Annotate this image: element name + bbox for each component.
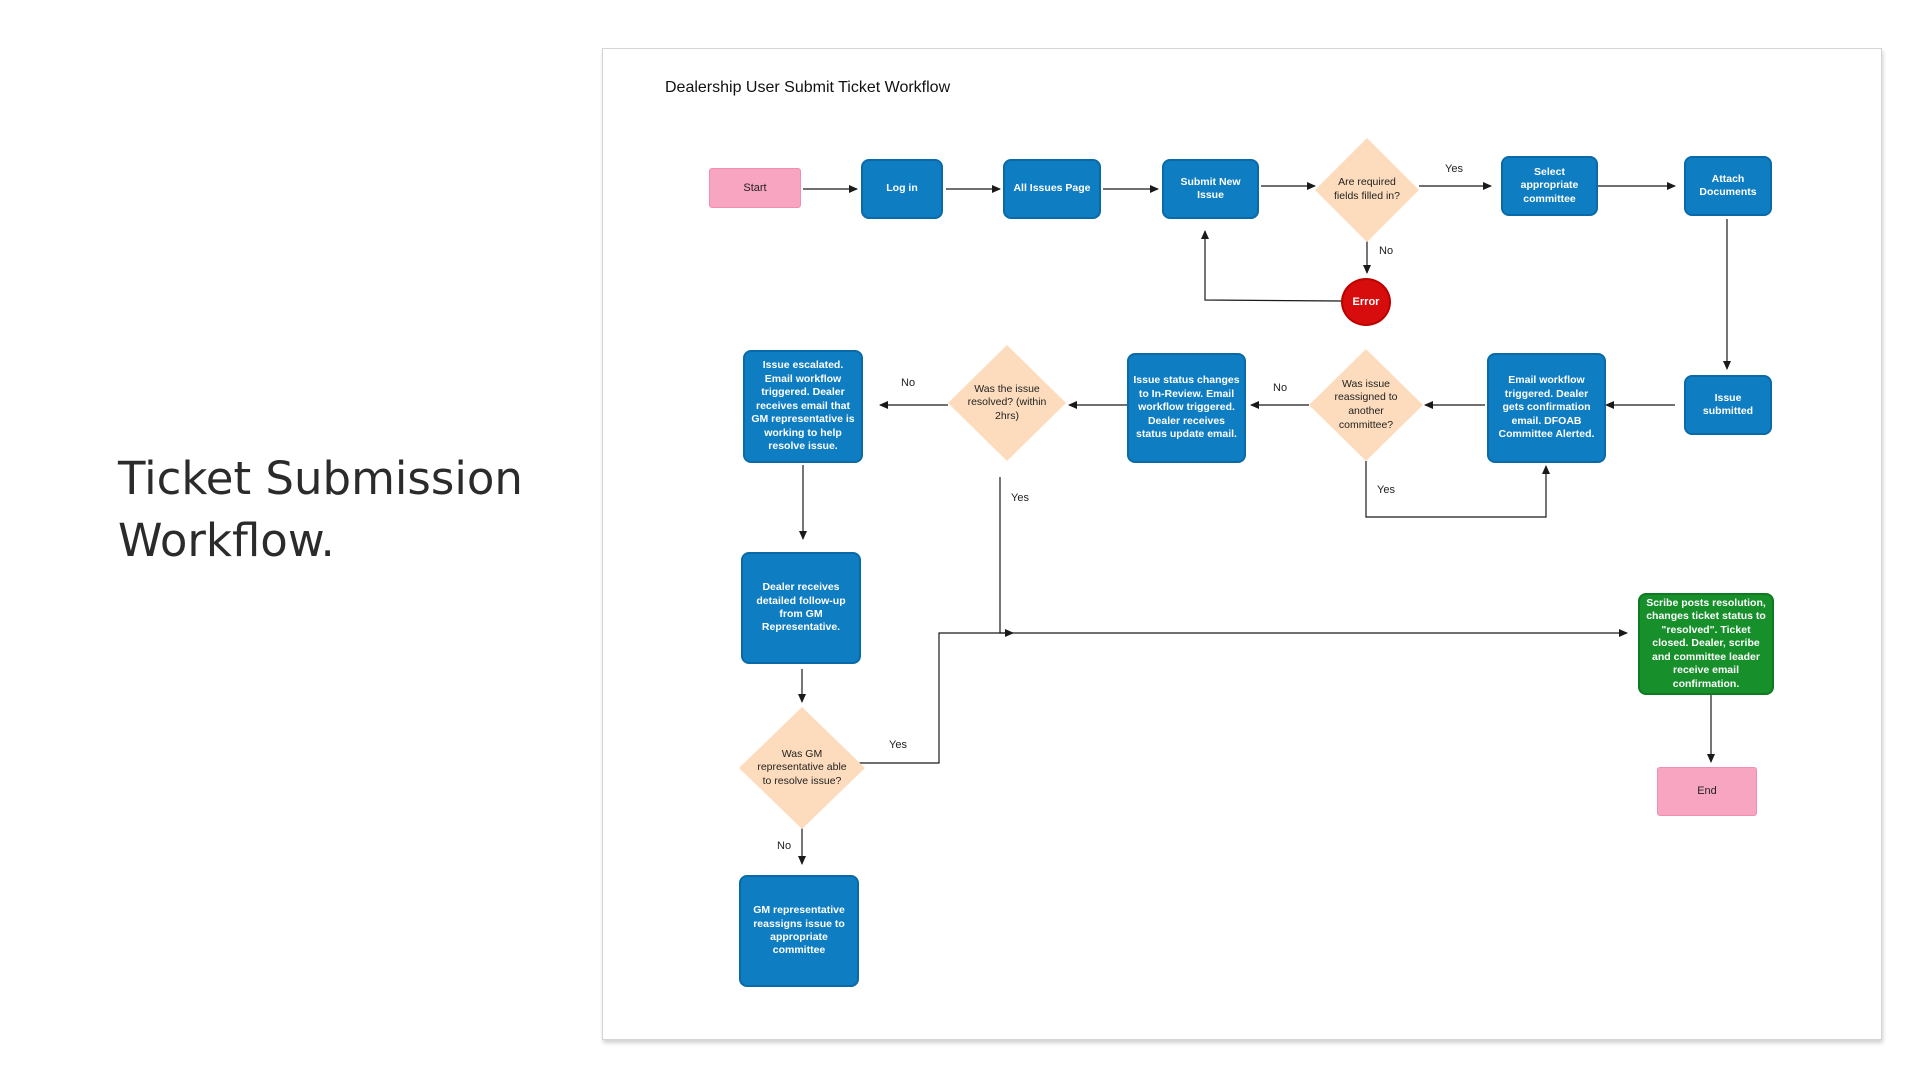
edge-label-yes-reassign: Yes	[1377, 484, 1395, 496]
required-fields-decision: Are required fields filled in?	[1315, 138, 1419, 242]
submit-new-issue-node: Submit New Issue	[1162, 159, 1259, 219]
error-node: Error	[1341, 278, 1391, 326]
reassigned-decision: Was issue reassigned to another committe…	[1309, 349, 1423, 461]
attach-documents-node: Attach Documents	[1684, 156, 1772, 216]
edge-resolved-yes	[999, 477, 1628, 637]
resolved-decision: Was the issue resolved? (within 2hrs)	[948, 345, 1066, 461]
start-node: Start	[709, 168, 801, 208]
edge-error-submit	[1201, 230, 1342, 302]
edge-label-yes-resolved: Yes	[1011, 492, 1029, 504]
decision-label: Was GM representative able to resolve is…	[757, 747, 847, 787]
issue-submitted-node: Issue submitted	[1684, 375, 1772, 435]
edge-reassign-yes-loop	[1365, 461, 1550, 518]
end-node: End	[1657, 767, 1757, 816]
edge-label-yes-gm: Yes	[889, 739, 907, 751]
decision-label: Are required fields filled in?	[1334, 176, 1400, 202]
edge-label-no-resolved: No	[901, 377, 916, 389]
decision-label: Was the issue resolved? (within 2hrs)	[967, 382, 1047, 422]
followup-node: Dealer receives detailed follow-up from …	[741, 552, 861, 664]
edge-label-yes-fields: Yes	[1445, 163, 1463, 175]
email-workflow-node: Email workflow triggered. Dealer gets co…	[1487, 353, 1606, 463]
scribe-resolution-node: Scribe posts resolution, changes ticket …	[1638, 593, 1774, 695]
connector-layer	[798, 182, 1731, 865]
gm-resolve-decision: Was GM representative able to resolve is…	[739, 707, 865, 829]
decision-label: Was issue reassigned to another committe…	[1334, 377, 1398, 431]
escalated-node: Issue escalated. Email workflow triggere…	[743, 350, 863, 463]
login-node: Log in	[861, 159, 943, 219]
edge-label-no-gm: No	[777, 840, 792, 852]
status-change-node: Issue status changes to In-Review. Email…	[1127, 353, 1246, 463]
select-committee-node: Select appropriate committee	[1501, 156, 1598, 216]
edge-gmq-yes	[851, 629, 1014, 764]
diagram-title: Dealership User Submit Ticket Workflow	[665, 79, 951, 96]
edge-label-no-reassign: No	[1273, 382, 1288, 394]
all-issues-node: All Issues Page	[1003, 159, 1101, 219]
flowchart-card: Dealership User Submit Ticket Workflow S…	[602, 48, 1882, 1040]
gm-reassign-node: GM representative reassigns issue to app…	[739, 875, 859, 987]
slide-title: Ticket Submission Workflow.	[118, 452, 523, 567]
edge-label-no-fields: No	[1379, 245, 1394, 257]
